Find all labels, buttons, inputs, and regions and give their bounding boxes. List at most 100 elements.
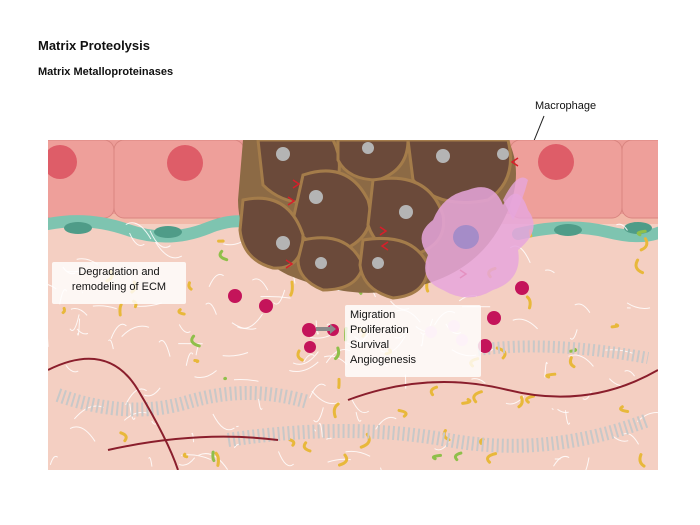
ecm-mesh-strand bbox=[318, 422, 323, 438]
collagen-fiber bbox=[634, 258, 645, 275]
collagen-fiber bbox=[334, 346, 341, 361]
collagen-fiber bbox=[431, 453, 443, 461]
ecm-mesh-strand bbox=[76, 328, 89, 335]
effects-label: Migration Proliferation Survival Angioge… bbox=[345, 305, 481, 377]
striated-fibers bbox=[55, 340, 651, 453]
collagen-fiber bbox=[610, 323, 620, 329]
growth-factor-dot bbox=[259, 299, 273, 313]
collagen-fiber bbox=[453, 451, 463, 462]
ecm-degradation-label: Degradation and remodeling of ECM bbox=[52, 262, 186, 304]
ecm-mesh-strand bbox=[191, 432, 195, 443]
ecm-mesh-strand bbox=[613, 436, 629, 442]
collagen-fiber bbox=[214, 451, 220, 467]
effect-proliferation: Proliferation bbox=[350, 324, 409, 336]
ecm-mesh-strand bbox=[380, 467, 382, 470]
ecm-mesh-strand bbox=[49, 455, 58, 465]
ecm-mesh-strand bbox=[277, 451, 294, 467]
ecm-mesh-strand bbox=[151, 420, 157, 425]
collagen-fiber bbox=[302, 441, 312, 453]
diagram-subtitle: Matrix Metalloproteinases bbox=[38, 66, 174, 78]
ecm-mesh-strand bbox=[574, 303, 591, 313]
ecm-mesh-strand bbox=[345, 450, 371, 457]
ecm-mesh-strand bbox=[65, 365, 79, 373]
collagen-fiber bbox=[545, 372, 557, 379]
growth-factor-dot bbox=[487, 311, 501, 325]
collagen-fiber bbox=[525, 394, 536, 404]
ecm-mesh-strand bbox=[569, 329, 578, 340]
ecm-mesh-strand bbox=[564, 410, 571, 425]
dark-fibers bbox=[48, 357, 658, 470]
collagen-fiber bbox=[429, 385, 439, 397]
tumor-cell bbox=[296, 236, 365, 292]
ecm-mesh-strand bbox=[233, 379, 259, 382]
ecm-mesh-strand bbox=[231, 322, 257, 330]
ecm-mesh-strand bbox=[315, 320, 320, 335]
ecm-mesh-strand bbox=[351, 398, 370, 414]
collagen-fiber bbox=[177, 308, 186, 316]
ecm-mesh-strand bbox=[108, 339, 114, 350]
macrophage-cell bbox=[421, 177, 534, 298]
effect-survival: Survival bbox=[350, 339, 390, 351]
ecm-mesh-strand bbox=[512, 318, 538, 330]
growth-factor-dot bbox=[228, 289, 242, 303]
ecm-mesh-strand bbox=[73, 405, 104, 420]
collagen-fiber bbox=[568, 356, 576, 369]
ecm-mesh-strand bbox=[309, 383, 326, 399]
ecm-mesh-strand bbox=[125, 388, 147, 406]
ecm-mesh-strand bbox=[289, 361, 319, 373]
epithelial-cell bbox=[48, 140, 115, 219]
epithelial-cell bbox=[621, 140, 658, 219]
ecm-mesh-strand bbox=[311, 390, 340, 405]
ecm-mesh-strand bbox=[178, 324, 191, 333]
ecm-mesh-strand bbox=[70, 307, 88, 316]
collagen-fiber bbox=[193, 358, 200, 364]
epithelial-cell bbox=[113, 140, 245, 219]
ecm-mesh-strand bbox=[355, 411, 362, 422]
ecm-mesh-strand bbox=[553, 455, 570, 467]
collagen-fiber bbox=[568, 347, 578, 353]
macrophage-label: Macrophage bbox=[535, 100, 597, 112]
ecm-mesh-strand bbox=[208, 273, 224, 288]
ecm-mesh-strand bbox=[129, 232, 145, 246]
ecm-mesh-strand bbox=[148, 457, 153, 467]
collagen-fiber bbox=[182, 452, 189, 459]
ecm-mesh-strand bbox=[236, 425, 239, 428]
ecm-mesh-strand bbox=[143, 387, 161, 397]
growth-factor-dot bbox=[302, 323, 316, 337]
ecm-mesh-strand bbox=[622, 432, 640, 445]
collagen-fiber bbox=[118, 303, 123, 317]
collagen-fiber bbox=[289, 280, 294, 297]
growth-factor-dot bbox=[304, 341, 316, 353]
ecm-mesh-strand bbox=[624, 370, 636, 377]
ecm-mesh-strand bbox=[237, 313, 263, 329]
collagen-fiber bbox=[461, 397, 472, 405]
ecm-mesh-strand bbox=[327, 458, 351, 463]
ecm-mesh-strand bbox=[69, 314, 80, 332]
collagen-fiber bbox=[517, 395, 524, 409]
tumor-cell bbox=[238, 196, 305, 270]
ecm-mesh-strand bbox=[185, 352, 194, 366]
collagen-fiber bbox=[638, 453, 646, 468]
ecm-mesh-strand bbox=[222, 352, 249, 357]
ecm-mesh-strand bbox=[205, 302, 217, 315]
collagen-fiber bbox=[296, 349, 304, 362]
macrophage-nucleus bbox=[453, 225, 479, 249]
ecm-mesh-strand bbox=[585, 457, 590, 470]
ecm-mesh-strand bbox=[582, 391, 592, 400]
diagram-title: Matrix Proteolysis bbox=[38, 38, 150, 53]
ecm-mesh-strand bbox=[129, 403, 136, 420]
collagen-fiber bbox=[288, 438, 296, 447]
ecm-mesh-strand bbox=[313, 407, 324, 423]
ecm-mesh-strand bbox=[92, 305, 117, 310]
growth-factor-dot bbox=[515, 281, 529, 295]
ecm-mesh-strand bbox=[326, 437, 332, 440]
ecm-mesh-strand bbox=[568, 354, 594, 367]
ecm-mesh-strand bbox=[292, 351, 319, 365]
ecm-mesh-strand bbox=[551, 408, 554, 410]
ecm-mesh-strand bbox=[149, 230, 171, 248]
collagen-fiber bbox=[119, 431, 128, 443]
tumor-cell bbox=[358, 236, 430, 300]
ecm-mesh-strand bbox=[178, 457, 196, 466]
collagen-fiber bbox=[218, 249, 229, 262]
collagen-fiber bbox=[619, 405, 630, 413]
